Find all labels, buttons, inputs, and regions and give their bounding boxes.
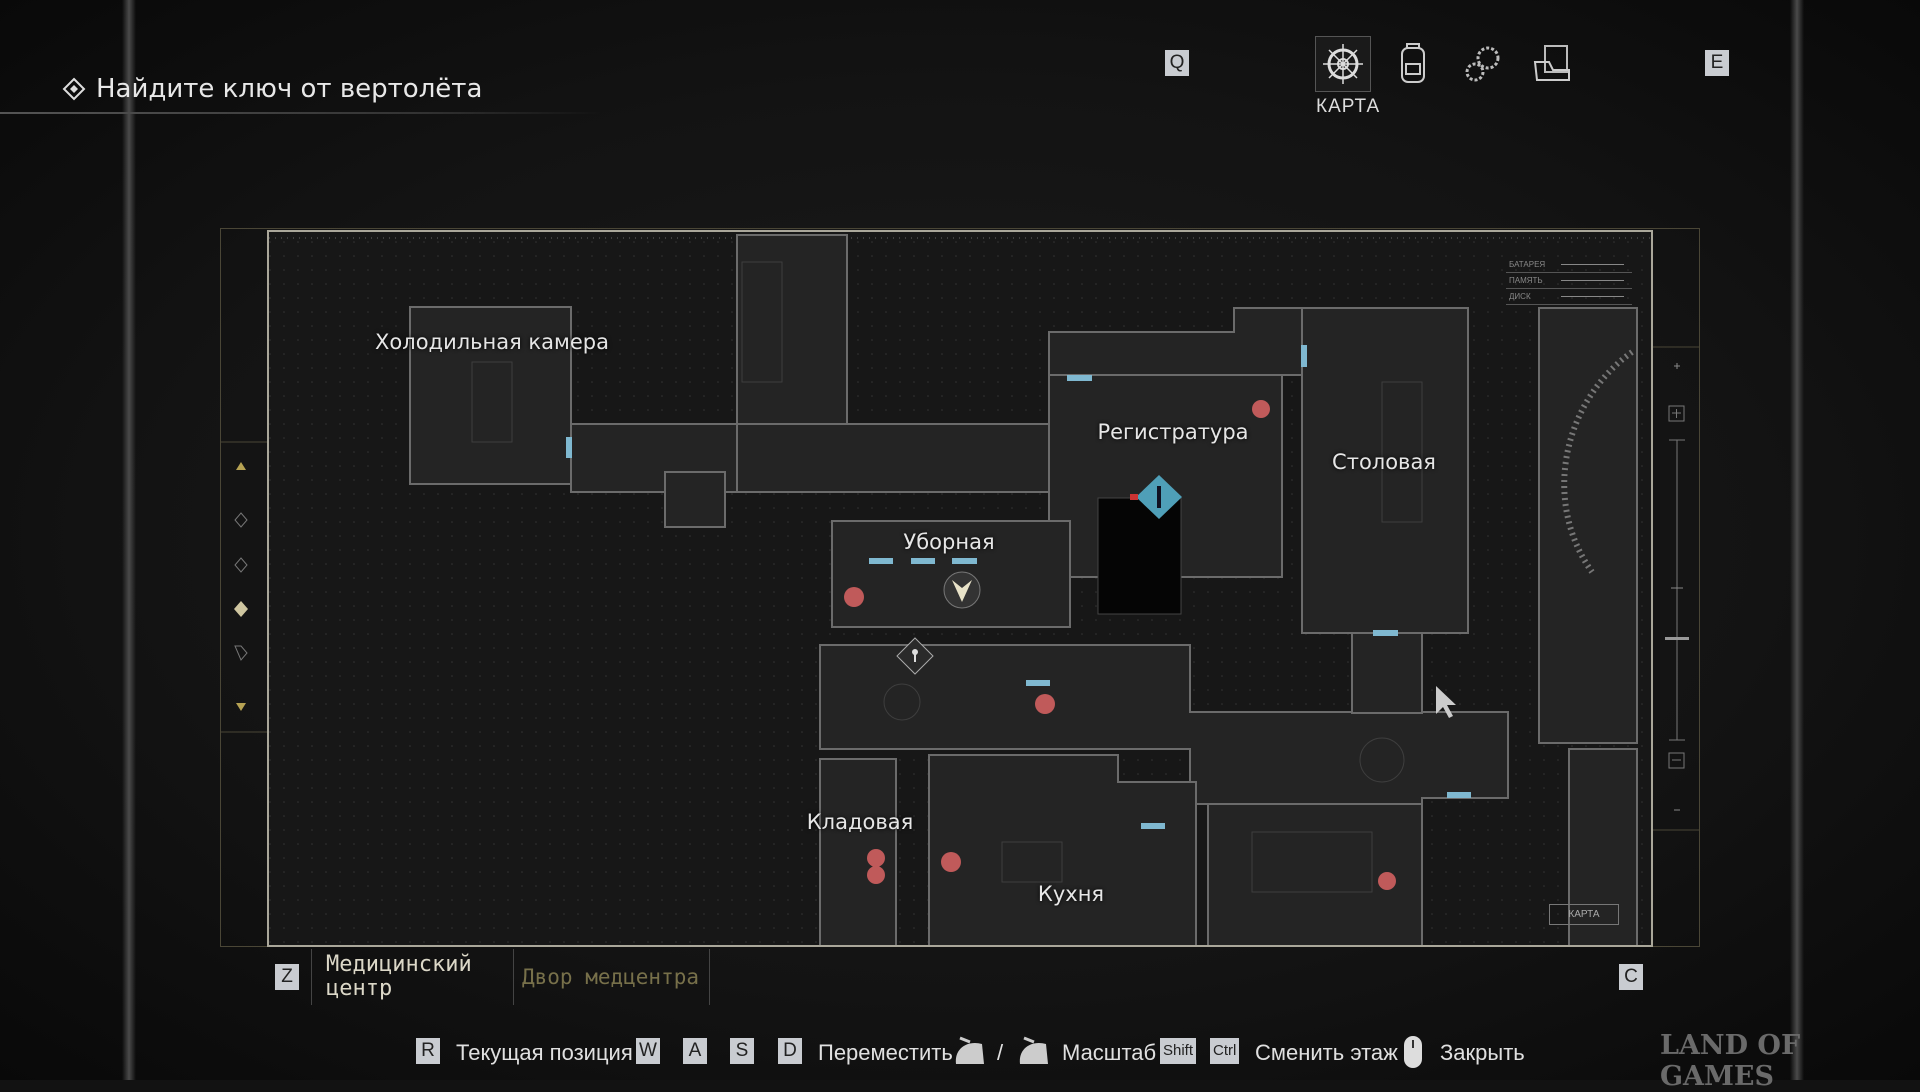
room-label: Холодильная камера [375, 330, 609, 354]
tab-files[interactable] [1525, 36, 1581, 92]
map-view[interactable]: Холодильная камера Регистратура Столовая… [267, 230, 1653, 947]
divider [0, 112, 600, 114]
next-floor-key[interactable]: C [1619, 964, 1643, 990]
room-storage [819, 758, 897, 945]
hint-current-position: Текущая позиция [456, 1040, 633, 1065]
key-d: D [778, 1038, 802, 1064]
player-marker-icon [1130, 475, 1182, 519]
locked-door-key-icon [896, 637, 934, 675]
next-tab-key[interactable]: E [1705, 50, 1729, 76]
zoom-slider[interactable] [1653, 230, 1700, 947]
key-r: R [416, 1038, 440, 1064]
key-s: S [730, 1038, 754, 1064]
room-cold-storage [409, 306, 572, 485]
floor-plan [269, 232, 1651, 945]
legend-item: ПАМЯТЬ [1509, 275, 1543, 285]
files-folder-icon [1533, 45, 1570, 81]
floor-up-arrow-icon [236, 462, 246, 470]
hint-move: Переместить [818, 1040, 953, 1065]
save-point-icon [943, 571, 981, 609]
floor-down-arrow-icon [236, 703, 246, 711]
key-ctrl: Ctrl [1210, 1038, 1240, 1064]
compass-map-icon [1323, 44, 1363, 84]
mini-map-label: КАРТА [1549, 904, 1619, 925]
key-shift: Shift [1160, 1038, 1197, 1064]
objective-diamond-icon [62, 77, 86, 101]
map-legend: БАТАРЕЯ ПАМЯТЬ ДИСК [1506, 257, 1632, 305]
tab-map[interactable] [1315, 36, 1371, 92]
objective: Найдите ключ от вертолёта [62, 74, 482, 104]
zoom-slider-thumb [1665, 637, 1689, 640]
tab-map-label: КАРТА [1316, 96, 1381, 117]
watermark: LAND OF GAMES [1660, 1030, 1801, 1092]
backpack-icon [1401, 43, 1425, 83]
hint-zoom: Масштаб [1062, 1040, 1157, 1065]
hint-close: Закрыть [1440, 1040, 1525, 1065]
floor-tabs: Z Медицинский центр Двор медцентра [220, 947, 711, 1007]
scroll-up-icon [955, 1036, 984, 1064]
floor-selector-graphic [220, 441, 267, 733]
tab-crafting[interactable] [1455, 36, 1511, 92]
scroll-down-icon [1019, 1036, 1048, 1064]
floor-selector [220, 230, 267, 947]
floor-tab-courtyard[interactable]: Двор медцентра [522, 965, 700, 989]
zoom-control[interactable] [1653, 230, 1700, 947]
background-pillar [1790, 0, 1804, 1080]
tab-inventory[interactable] [1385, 36, 1441, 92]
prev-floor-key[interactable]: Z [275, 964, 299, 990]
background-pillar [122, 0, 136, 1080]
room-restroom [831, 520, 1071, 628]
gears-icon [1465, 46, 1500, 82]
legend-item: БАТАРЕЯ [1509, 259, 1546, 269]
room-label: Уборная [903, 530, 995, 554]
room-dining [1301, 307, 1469, 634]
key-a: A [683, 1038, 707, 1064]
prev-tab-key[interactable]: Q [1165, 50, 1189, 76]
hint-slash: / [997, 1040, 1004, 1065]
objective-text: Найдите ключ от вертолёта [96, 74, 483, 104]
cursor-icon [1436, 686, 1456, 718]
room-label: Регистратура [1097, 420, 1249, 444]
room-label: Кухня [1037, 882, 1105, 906]
legend-item: ДИСК [1509, 291, 1531, 301]
room-label: Столовая [1332, 450, 1436, 474]
key-w: W [636, 1038, 660, 1064]
room-label: Кладовая [806, 810, 914, 834]
herb-markers [844, 400, 1396, 890]
floor-tab-current[interactable]: Медицинский центр [326, 952, 472, 1001]
hint-change-floor: Сменить этаж [1255, 1040, 1398, 1065]
mouse-icon [1404, 1036, 1422, 1068]
zoom-in-icon [1674, 363, 1680, 369]
doors [566, 345, 1471, 829]
